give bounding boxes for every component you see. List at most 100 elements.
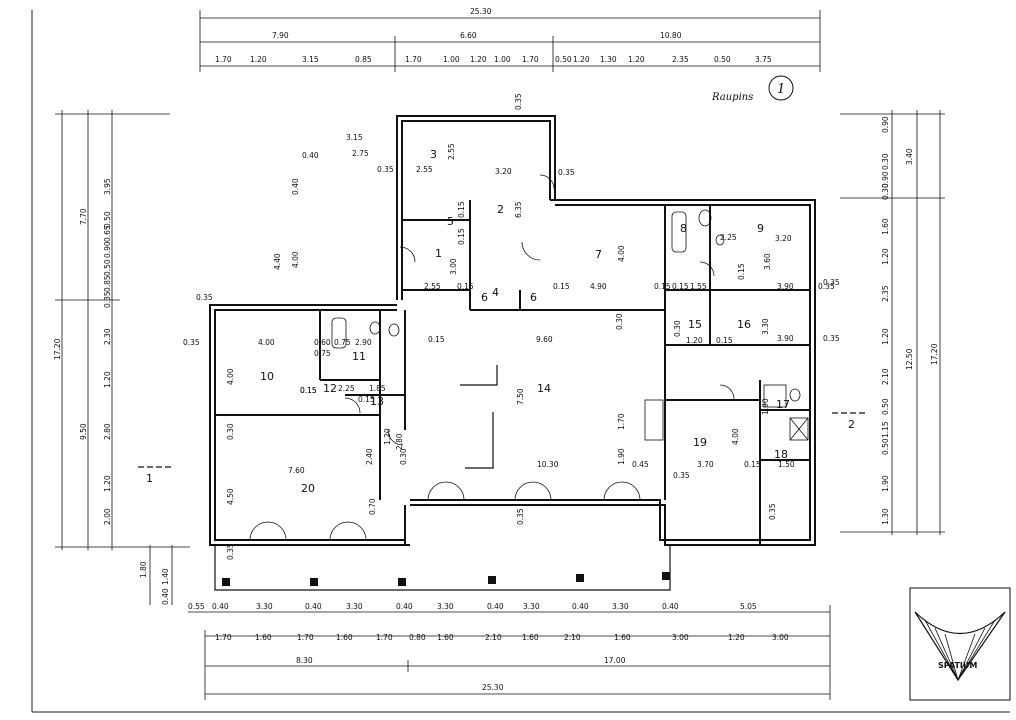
dim-right-total: 17.20 xyxy=(930,343,939,365)
svg-text:3.30: 3.30 xyxy=(523,602,540,611)
svg-text:0.35: 0.35 xyxy=(196,293,213,302)
room-12: 12 xyxy=(323,382,337,395)
room-20: 20 xyxy=(301,482,315,495)
dim-bottom-total: 25.30 xyxy=(482,683,504,692)
svg-text:0.75: 0.75 xyxy=(334,338,351,347)
svg-text:0.30: 0.30 xyxy=(881,183,890,200)
svg-text:1.80: 1.80 xyxy=(139,561,148,578)
svg-text:0.35: 0.35 xyxy=(558,168,575,177)
svg-text:0.40: 0.40 xyxy=(161,588,170,605)
svg-text:0.70: 0.70 xyxy=(368,498,377,515)
svg-text:0.30: 0.30 xyxy=(399,448,408,465)
dim-right-mid-a: 3.40 xyxy=(905,148,914,165)
svg-text:2.80: 2.80 xyxy=(103,423,112,440)
svg-text:0.15: 0.15 xyxy=(737,263,746,280)
svg-text:1.90: 1.90 xyxy=(617,448,626,465)
svg-text:2.40: 2.40 xyxy=(365,448,374,465)
svg-text:1.20: 1.20 xyxy=(470,55,487,64)
svg-text:3.95: 3.95 xyxy=(103,178,112,195)
room-7: 7 xyxy=(595,248,602,261)
svg-text:2.30: 2.30 xyxy=(103,328,112,345)
hall-sketch xyxy=(460,365,498,469)
svg-text:0.35: 0.35 xyxy=(226,543,235,560)
svg-text:4.00: 4.00 xyxy=(617,245,626,262)
svg-text:1.90: 1.90 xyxy=(881,475,890,492)
svg-text:0.85: 0.85 xyxy=(355,55,372,64)
svg-text:3.30: 3.30 xyxy=(346,602,363,611)
svg-text:0.15: 0.15 xyxy=(300,386,317,395)
room-8: 8 xyxy=(680,222,687,235)
dim-top-b: 6.60 xyxy=(460,31,477,40)
svg-text:4.50: 4.50 xyxy=(226,488,235,505)
svg-text:6.35: 6.35 xyxy=(514,201,523,218)
svg-text:1.40: 1.40 xyxy=(161,568,170,585)
svg-text:3.70: 3.70 xyxy=(697,460,714,469)
svg-text:2.25: 2.25 xyxy=(338,384,355,393)
svg-text:0.40: 0.40 xyxy=(302,151,319,160)
svg-text:0.45: 0.45 xyxy=(632,460,649,469)
top-row3-labels: 1.70 1.20 3.15 0.85 1.70 1.00 1.20 1.00 … xyxy=(215,55,772,64)
svg-text:0.80: 0.80 xyxy=(409,633,426,642)
svg-text:2.35: 2.35 xyxy=(672,55,689,64)
svg-text:0.35: 0.35 xyxy=(516,508,525,525)
svg-text:4.00: 4.00 xyxy=(226,368,235,385)
svg-text:9.60: 9.60 xyxy=(536,335,553,344)
top-dimensions xyxy=(199,10,821,72)
svg-text:4.00: 4.00 xyxy=(731,428,740,445)
svg-text:4.40: 4.40 xyxy=(273,253,282,270)
dim-bottom-b: 17.00 xyxy=(604,656,626,665)
svg-text:0.35: 0.35 xyxy=(823,278,840,287)
svg-text:10.30: 10.30 xyxy=(537,460,559,469)
interior-dimensions: 3.15 0.40 2.75 0.35 2.55 2.55 3.20 0.35 … xyxy=(183,93,840,560)
svg-text:2.35: 2.35 xyxy=(881,285,890,302)
svg-text:1.70: 1.70 xyxy=(376,633,393,642)
svg-text:2.00: 2.00 xyxy=(103,508,112,525)
svg-text:2.10: 2.10 xyxy=(881,368,890,385)
svg-text:4.00: 4.00 xyxy=(258,338,275,347)
door-swings xyxy=(249,174,735,541)
room-15: 15 xyxy=(688,318,702,331)
svg-text:3.20: 3.20 xyxy=(775,234,792,243)
svg-text:2.75: 2.75 xyxy=(352,149,369,158)
svg-text:0.30: 0.30 xyxy=(673,320,682,337)
room-14: 14 xyxy=(537,382,551,395)
svg-text:0.35: 0.35 xyxy=(823,334,840,343)
svg-text:0.15: 0.15 xyxy=(672,282,689,291)
svg-text:2.90: 2.90 xyxy=(355,338,372,347)
room-16: 16 xyxy=(737,318,751,331)
svg-text:1.85: 1.85 xyxy=(369,384,386,393)
svg-text:1.30: 1.30 xyxy=(881,508,890,525)
section-mark-1: 1 xyxy=(146,472,153,485)
svg-text:0.35: 0.35 xyxy=(183,338,200,347)
svg-text:0.15: 0.15 xyxy=(300,386,317,395)
svg-text:0.35: 0.35 xyxy=(103,291,112,308)
svg-text:1.20: 1.20 xyxy=(881,328,890,345)
svg-text:5.05: 5.05 xyxy=(740,602,757,611)
svg-text:3.90: 3.90 xyxy=(777,334,794,343)
svg-text:3.30: 3.30 xyxy=(437,602,454,611)
svg-text:1.60: 1.60 xyxy=(336,633,353,642)
svg-text:0.15: 0.15 xyxy=(428,335,445,344)
svg-text:0.40: 0.40 xyxy=(396,602,413,611)
svg-text:0.40: 0.40 xyxy=(305,602,322,611)
dim-bottom-a: 8.30 xyxy=(296,656,313,665)
section-mark-2: 2 xyxy=(848,418,855,431)
svg-text:1.70: 1.70 xyxy=(522,55,539,64)
left-dimensions xyxy=(55,110,190,605)
svg-text:0.55: 0.55 xyxy=(188,602,205,611)
room-6b: 6 xyxy=(530,291,537,304)
svg-text:0.65: 0.65 xyxy=(103,225,112,242)
svg-text:0.50: 0.50 xyxy=(103,259,112,276)
svg-text:7.60: 7.60 xyxy=(288,466,305,475)
svg-text:1.00: 1.00 xyxy=(443,55,460,64)
svg-text:0.30: 0.30 xyxy=(226,423,235,440)
left-inner-labels: 3.95 0.50 0.65 0.90 0.50 0.85 0.35 2.30 … xyxy=(103,178,170,605)
svg-text:1.60: 1.60 xyxy=(881,218,890,235)
svg-text:4.00: 4.00 xyxy=(291,251,300,268)
svg-text:0.90: 0.90 xyxy=(103,241,112,258)
right-inner-labels: 0.90 0.30 0.90 0.30 1.60 1.20 2.35 1.20 … xyxy=(881,116,890,525)
svg-text:1.20: 1.20 xyxy=(686,336,703,345)
dim-left-total: 17.20 xyxy=(53,338,62,360)
room-4: 4 xyxy=(492,286,499,299)
svg-text:3.30: 3.30 xyxy=(256,602,273,611)
